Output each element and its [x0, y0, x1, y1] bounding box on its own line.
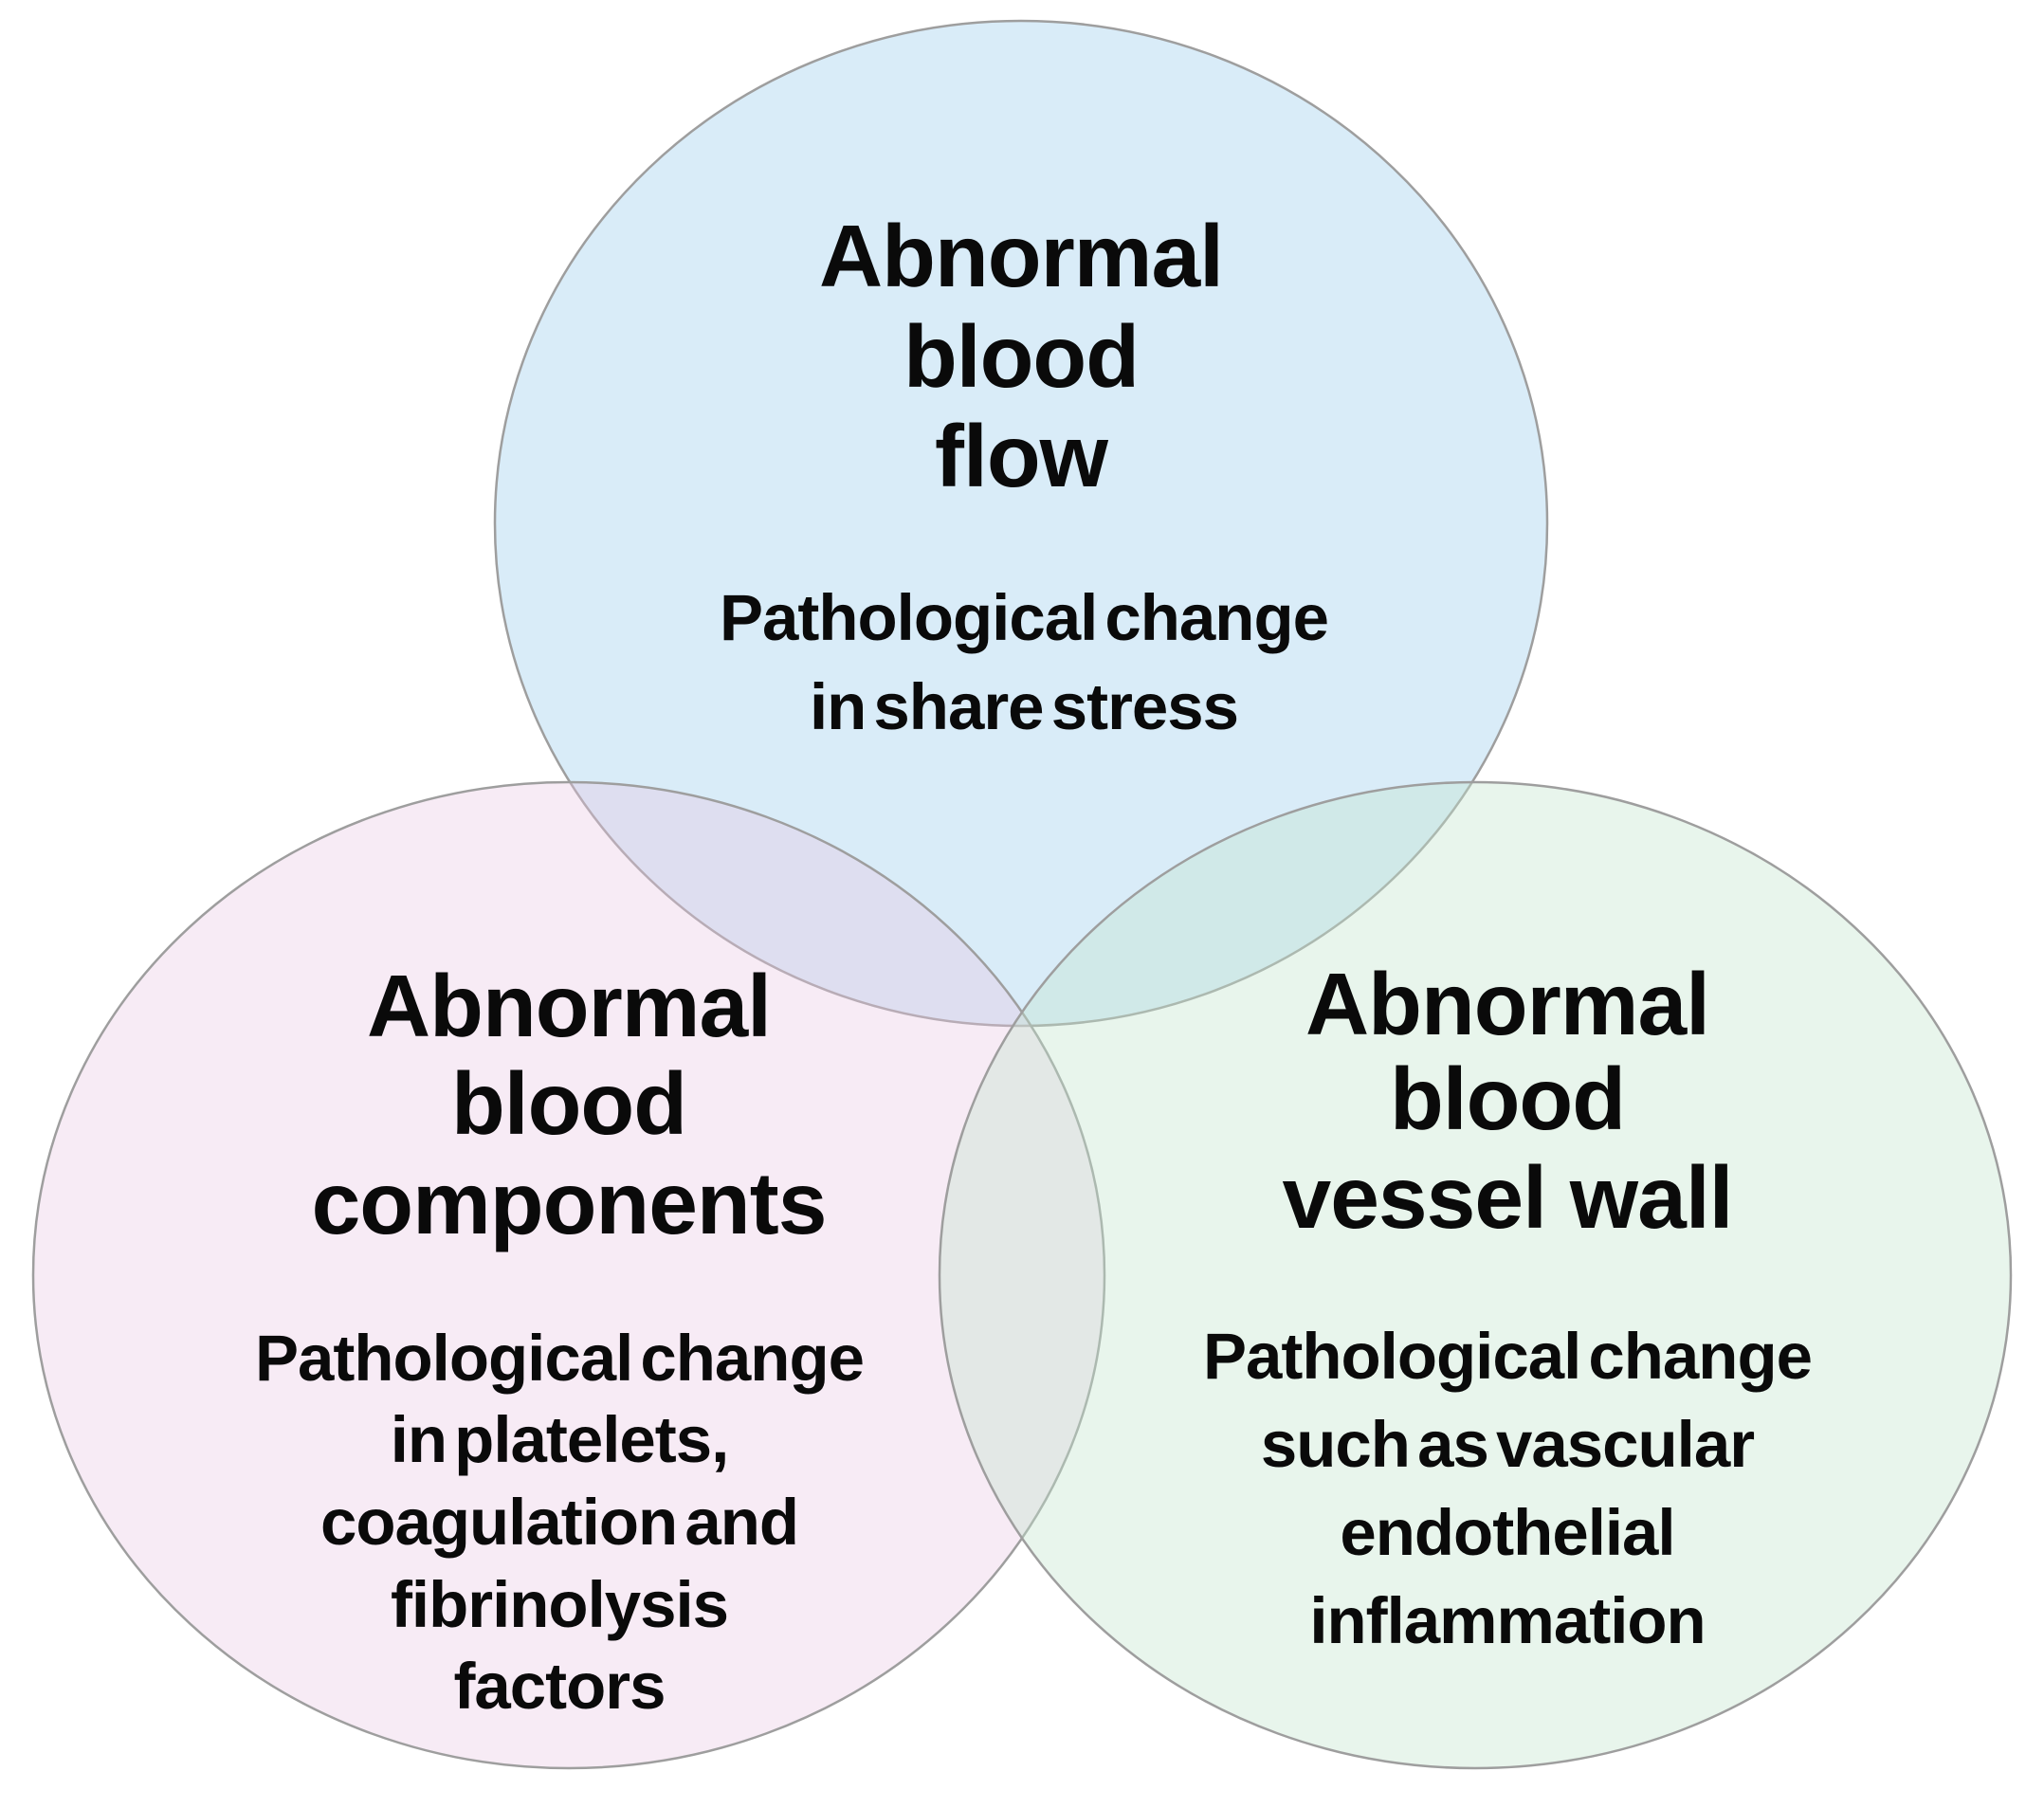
circle-abnormal-blood-vessel-wall: [938, 780, 2013, 1770]
blood-components-title-line: blood: [451, 1054, 686, 1153]
blood-components-title-line: components: [312, 1154, 827, 1252]
blood-components-subtitle-line: fibrinolysis: [391, 1568, 728, 1641]
blood-flow-title-line: blood: [903, 307, 1139, 406]
vessel-wall-subtitle-line: Pathological change: [1203, 1320, 1812, 1393]
vessel-wall-title-line: Abnormal: [1305, 955, 1709, 1053]
blood-flow-title-line: Abnormal: [819, 207, 1223, 305]
vessel-wall-title-line: vessel wall: [1282, 1148, 1732, 1247]
blood-components-subtitle-line: factors: [453, 1650, 665, 1723]
label-group-abnormal-blood-vessel-wall: Abnormal blood vessel wall Pathological …: [1203, 955, 1813, 1657]
vessel-wall-subtitle-line: inflammation: [1309, 1584, 1705, 1657]
blood-flow-title-line: flow: [935, 407, 1109, 505]
blood-components-subtitle-line: coagulation and: [320, 1486, 798, 1559]
blood-components-subtitle-line: Pathological change: [255, 1322, 864, 1395]
blood-components-subtitle-line: in platelets,: [391, 1403, 729, 1476]
vessel-wall-title-line: blood: [1390, 1050, 1625, 1148]
blood-components-title-line: Abnormal: [367, 957, 771, 1055]
blood-flow-subtitle-line: in share stress: [810, 670, 1238, 743]
label-group-abnormal-blood-components: Abnormal blood components Pathological c…: [255, 957, 865, 1723]
blood-flow-subtitle-line: Pathological change: [720, 581, 1328, 654]
label-group-abnormal-blood-flow: Abnormal blood flow Pathological change …: [720, 207, 1329, 743]
circle-abnormal-blood-flow: [493, 19, 1549, 1028]
vessel-wall-subtitle-line: such as vascular: [1261, 1408, 1754, 1481]
vessel-wall-subtitle-line: endothelial: [1340, 1496, 1674, 1569]
circle-abnormal-blood-components: [31, 780, 1106, 1770]
